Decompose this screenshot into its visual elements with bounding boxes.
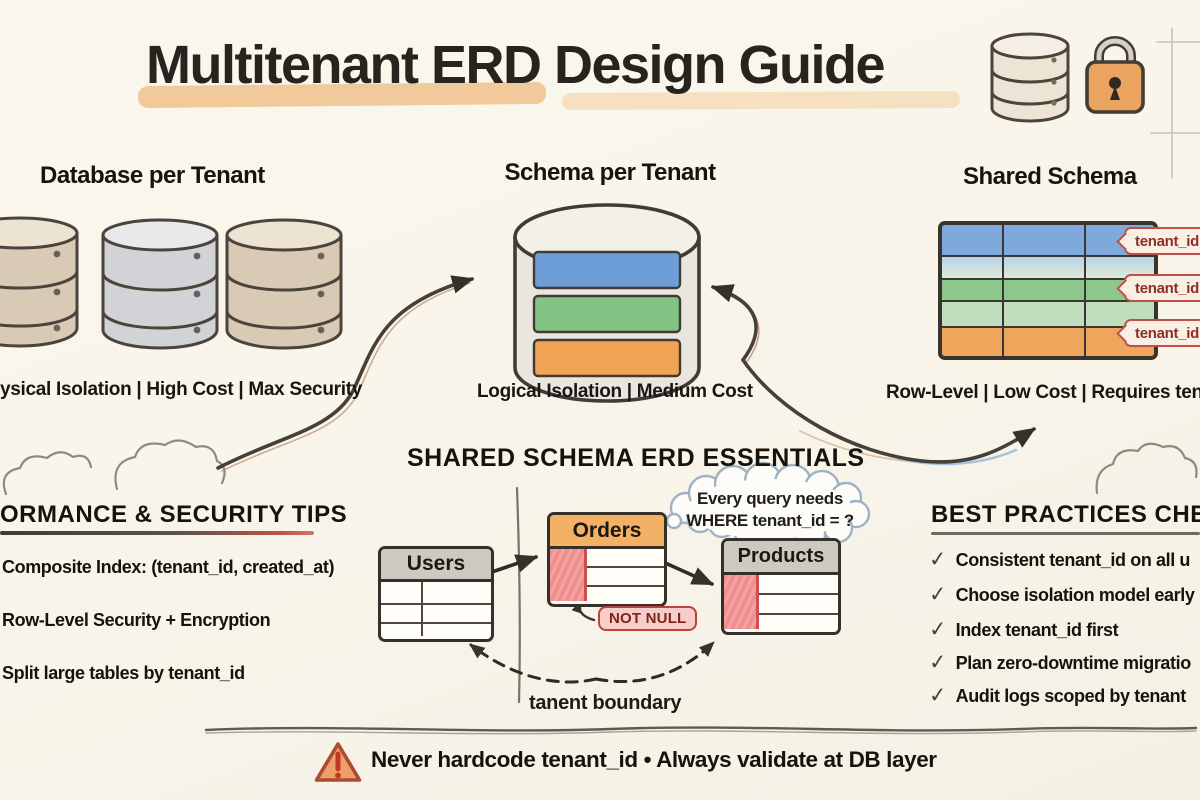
shared-schema-table	[938, 221, 1158, 360]
tenant-id-tag: tenant_id	[1116, 319, 1200, 347]
cell-line	[421, 582, 423, 636]
erd-table-users: Users	[378, 546, 494, 642]
caption-shared-schema: Row-Level | Low Cost | Requires tenant	[886, 382, 1200, 403]
erd-essentials-heading: SHARED SCHEMA ERD ESSENTIALS	[407, 444, 865, 472]
tenant-boundary-label: tanent boundary	[529, 692, 682, 714]
erd-table-orders-body	[550, 549, 664, 601]
thought-bubble-trail-dot	[665, 512, 683, 530]
footer-divider-line	[204, 726, 1198, 735]
thought-bubble-line: Every query needs	[696, 489, 844, 508]
check-icon: ✓	[928, 581, 948, 607]
tips-underline	[0, 531, 314, 535]
flow-arrow-right-to-center	[710, 284, 760, 364]
not-null-badge: NOT NULL	[598, 606, 698, 631]
checklist-item-label: Consistent tenant_id on all u	[955, 550, 1191, 570]
erd-table-products-header: Products	[724, 541, 838, 575]
tip-item: Composite Index: (tenant_id, created_at)	[2, 557, 335, 577]
checklist-heading: BEST PRACTICES CHECK	[931, 501, 1200, 528]
shared-table-column-line	[1002, 225, 1004, 356]
shared-row-tenant-green-light	[942, 300, 1154, 326]
cell-line	[587, 585, 664, 587]
check-icon: ✓	[928, 616, 948, 642]
cell-line	[587, 566, 664, 568]
tag-label: tenant_id	[1135, 279, 1199, 297]
checklist-underline	[931, 532, 1200, 535]
cloud-sketch-left	[2, 439, 226, 496]
erd-table-orders-header: Orders	[550, 515, 664, 549]
erd-table-products: Products	[721, 538, 841, 635]
tenant-id-tag: tenant_id	[1116, 274, 1200, 302]
tips-heading: ORMANCE & SECURITY TIPS	[0, 501, 348, 528]
checklist-item: ✓ Plan zero-downtime migratio	[928, 649, 1192, 675]
erd-table-orders: Orders	[547, 512, 667, 607]
caption-schema-per-tenant: Logical Isolation | Medium Cost	[477, 381, 753, 402]
checklist-item: ✓ Index tenant_id first	[928, 616, 1119, 642]
heading-database-per-tenant: Database per Tenant	[40, 162, 265, 189]
schema-band-orange	[532, 338, 682, 378]
tag-label: tenant_id	[1135, 232, 1199, 250]
checklist-item-label: Plan zero-downtime migratio	[955, 653, 1192, 673]
erd-table-users-header: Users	[381, 549, 491, 582]
tenant-id-column-highlight	[550, 549, 587, 601]
tag-label: tenant_id	[1135, 324, 1199, 342]
cell-line	[759, 613, 838, 615]
cell-line	[759, 593, 838, 595]
shared-row-tenant-green	[942, 278, 1154, 300]
cell-line	[381, 622, 491, 624]
schema-band-blue	[532, 250, 682, 290]
checklist-item: ✓ Choose isolation model early	[928, 581, 1195, 607]
thought-bubble-text: Every query needs WHERE tenant_id = ?	[672, 488, 868, 532]
check-icon: ✓	[928, 649, 948, 675]
footer-warning-text: Never hardcode tenant_id • Always valida…	[371, 747, 937, 772]
tenant-boundary-line	[515, 486, 521, 704]
page-title: Multitenant ERD Design Guide	[146, 35, 886, 95]
database-icon	[990, 32, 1070, 123]
heading-schema-per-tenant: Schema per Tenant	[504, 159, 716, 186]
caption-database-per-tenant: ysical Isolation | High Cost | Max Secur…	[0, 379, 362, 400]
check-icon: ✓	[928, 682, 948, 708]
tenant-id-tag: tenant_id	[1116, 227, 1200, 255]
database-stack-icon	[0, 216, 343, 350]
checklist-item-label: Index tenant_id first	[955, 620, 1119, 640]
cloud-sketch-right	[1095, 442, 1198, 495]
tenant-id-column-highlight	[724, 575, 759, 629]
check-icon: ✓	[928, 546, 948, 572]
cell-line	[381, 603, 491, 605]
checklist-item-label: Choose isolation model early	[955, 585, 1195, 605]
schema-band-green	[532, 294, 682, 334]
erd-relation-arrows	[487, 554, 715, 586]
checklist-item: ✓ Audit logs scoped by tenant	[928, 682, 1187, 708]
tip-item: Row-Level Security + Encryption	[2, 610, 271, 630]
checklist-item: ✓ Consistent tenant_id on all u	[928, 546, 1191, 572]
schema-database-icon	[513, 203, 701, 403]
erd-table-products-body	[724, 575, 838, 629]
tip-item: Split large tables by tenant_id	[2, 663, 245, 683]
erd-table-users-body	[381, 582, 491, 636]
shared-row-fade	[942, 255, 1154, 278]
heading-shared-schema: Shared Schema	[963, 163, 1137, 190]
shared-table-column-line	[1084, 225, 1086, 356]
grid-corner-sketch	[1150, 27, 1200, 179]
warning-triangle-icon	[314, 742, 362, 782]
flow-arrow-to-checklist	[741, 358, 1036, 466]
cross-tenant-dashed-arc	[469, 641, 715, 684]
thought-bubble-line: WHERE tenant_id = ?	[686, 511, 854, 531]
flow-arrow-left-to-center	[216, 275, 475, 472]
checklist-item-label: Audit logs scoped by tenant	[955, 686, 1187, 706]
lock-icon	[1085, 36, 1145, 114]
